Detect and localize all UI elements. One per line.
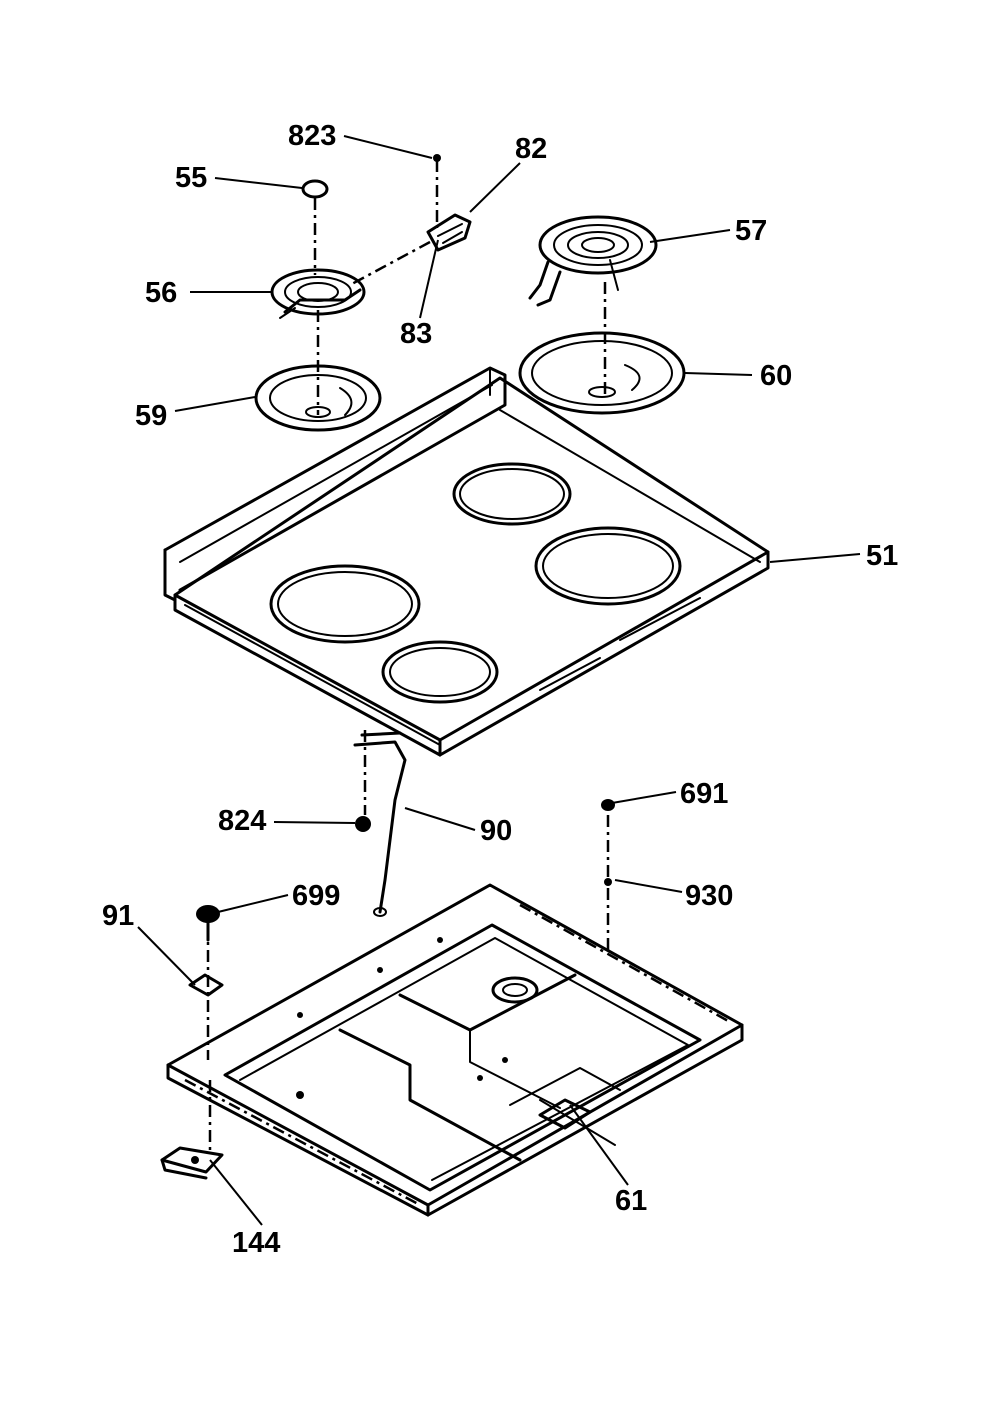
label-699: 699 bbox=[292, 880, 340, 912]
label-823: 823 bbox=[288, 120, 336, 152]
label-82: 82 bbox=[515, 133, 547, 165]
label-90: 90 bbox=[480, 815, 512, 847]
part-51-cooktop bbox=[163, 366, 770, 757]
callout-labels: 823 82 55 57 56 83 60 59 51 691 824 90 9… bbox=[102, 120, 898, 1259]
part-61-bracket bbox=[538, 1098, 592, 1130]
label-930: 930 bbox=[685, 880, 733, 912]
part-691-screw bbox=[601, 799, 615, 811]
part-91-clip bbox=[188, 973, 224, 997]
part-60-large-drip-pan bbox=[518, 331, 686, 415]
part-56-small-element bbox=[270, 268, 366, 319]
label-56: 56 bbox=[145, 277, 177, 309]
part-699-screw bbox=[196, 905, 220, 942]
label-144: 144 bbox=[232, 1227, 280, 1259]
label-55: 55 bbox=[175, 162, 207, 194]
part-824-screw bbox=[355, 816, 371, 832]
part-82-terminal-block bbox=[426, 213, 472, 252]
label-824: 824 bbox=[218, 805, 266, 837]
part-burner-box bbox=[166, 883, 744, 1217]
leader-lines bbox=[137, 135, 861, 1226]
assembly-centerlines bbox=[206, 160, 610, 1150]
part-57-large-element bbox=[528, 215, 658, 307]
part-55-cap bbox=[301, 179, 329, 199]
part-930-washer bbox=[604, 878, 612, 886]
label-60: 60 bbox=[760, 360, 792, 392]
part-90-rod bbox=[353, 731, 407, 917]
label-51: 51 bbox=[866, 540, 898, 572]
label-57: 57 bbox=[735, 215, 767, 247]
label-91: 91 bbox=[102, 900, 134, 932]
label-59: 59 bbox=[135, 400, 167, 432]
label-61: 61 bbox=[615, 1185, 647, 1217]
part-59-small-drip-pan bbox=[254, 364, 382, 432]
part-144-bracket bbox=[160, 1146, 224, 1180]
label-691: 691 bbox=[680, 778, 728, 810]
part-823-screw bbox=[433, 154, 441, 162]
label-83: 83 bbox=[400, 318, 432, 350]
